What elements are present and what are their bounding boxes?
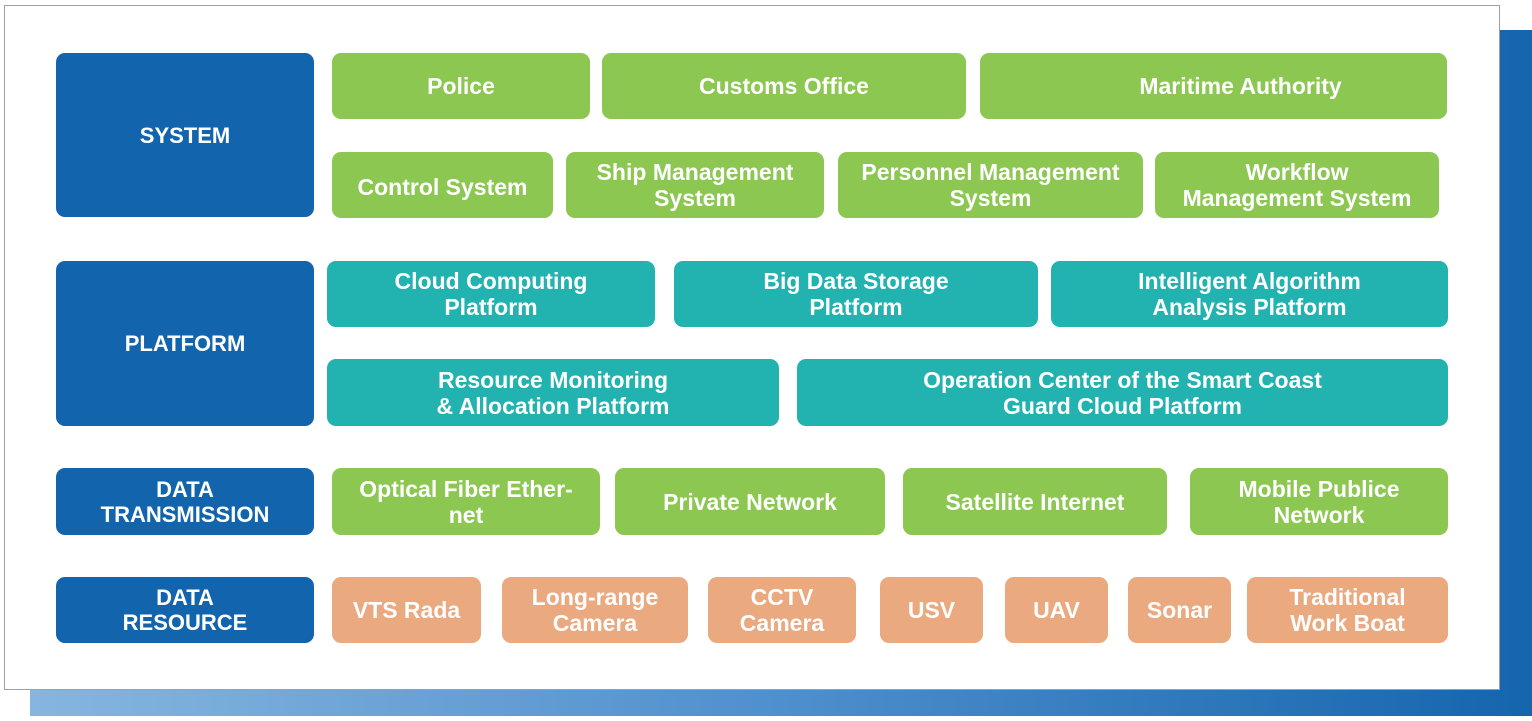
system-box-customs-office: Customs Office — [602, 53, 966, 119]
resource-box-label: CCTV Camera — [739, 584, 825, 636]
layer-platform-label: PLATFORM — [124, 331, 246, 356]
layer-data-resource-label: DATA RESOURCE — [122, 585, 248, 635]
resource-box-usv: USV — [880, 577, 983, 643]
resource-box-vts-rada: VTS Rada — [332, 577, 481, 643]
system-box-label: Ship Management System — [596, 159, 794, 211]
platform-box-resource-monitoring: Resource Monitoring & Allocation Platfor… — [327, 359, 779, 426]
transmission-box-private-network: Private Network — [615, 468, 885, 535]
platform-box-cloud-computing: Cloud Computing Platform — [327, 261, 655, 327]
system-box-ship-management: Ship Management System — [566, 152, 824, 218]
system-box-label: Control System — [357, 174, 528, 200]
platform-box-intelligent-algorithm: Intelligent Algorithm Analysis Platform — [1051, 261, 1448, 327]
resource-box-label: Traditional Work Boat — [1289, 584, 1406, 636]
system-box-label: Maritime Authority — [1139, 73, 1342, 99]
resource-box-long-range-camera: Long-range Camera — [502, 577, 688, 643]
layer-data-transmission-label: DATA TRANSMISSION — [100, 476, 270, 527]
platform-box-label: Resource Monitoring & Allocation Platfor… — [436, 366, 670, 419]
resource-box-uav: UAV — [1005, 577, 1108, 643]
system-box-label: Customs Office — [699, 73, 869, 99]
resource-box-cctv-camera: CCTV Camera — [708, 577, 856, 643]
resource-box-traditional-work-boat: Traditional Work Boat — [1247, 577, 1448, 643]
transmission-box-label: Mobile Publice Network — [1238, 475, 1400, 528]
layer-system-label: SYSTEM — [139, 122, 231, 148]
platform-box-label: Operation Center of the Smart Coast Guar… — [923, 366, 1322, 419]
resource-box-label: Long-range Camera — [531, 584, 659, 636]
resource-box-label: Sonar — [1146, 597, 1213, 623]
system-box-label: Police — [427, 73, 495, 99]
layer-platform: PLATFORM — [56, 261, 314, 426]
transmission-box-satellite-internet: Satellite Internet — [903, 468, 1167, 535]
layer-data-resource: DATA RESOURCE — [56, 577, 314, 643]
platform-box-operation-center: Operation Center of the Smart Coast Guar… — [797, 359, 1448, 426]
resource-box-label: UAV — [1033, 597, 1080, 623]
resource-box-sonar: Sonar — [1128, 577, 1231, 643]
system-box-police: Police — [332, 53, 590, 119]
layer-data-transmission: DATA TRANSMISSION — [56, 468, 314, 535]
system-box-control-system: Control System — [332, 152, 553, 218]
transmission-box-label: Satellite Internet — [945, 488, 1125, 515]
system-box-workflow-management: Workflow Management System — [1155, 152, 1439, 218]
transmission-box-label: Optical Fiber Ether- net — [359, 475, 573, 528]
platform-box-label: Big Data Storage Platform — [763, 268, 949, 320]
system-box-personnel-management: Personnel Management System — [838, 152, 1143, 218]
transmission-box-mobile-network: Mobile Publice Network — [1190, 468, 1448, 535]
layer-system: SYSTEM — [56, 53, 314, 217]
system-box-label: Personnel Management System — [861, 159, 1120, 211]
transmission-box-optical-fiber: Optical Fiber Ether- net — [332, 468, 600, 535]
platform-box-big-data-storage: Big Data Storage Platform — [674, 261, 1038, 327]
system-box-label: Workflow Management System — [1182, 159, 1412, 211]
platform-box-label: Cloud Computing Platform — [394, 268, 588, 320]
platform-box-label: Intelligent Algorithm Analysis Platform — [1138, 268, 1361, 320]
system-box-maritime-authority: Maritime Authority — [980, 53, 1447, 119]
transmission-box-label: Private Network — [663, 488, 837, 515]
resource-box-label: USV — [907, 597, 956, 623]
resource-box-label: VTS Rada — [352, 597, 461, 623]
